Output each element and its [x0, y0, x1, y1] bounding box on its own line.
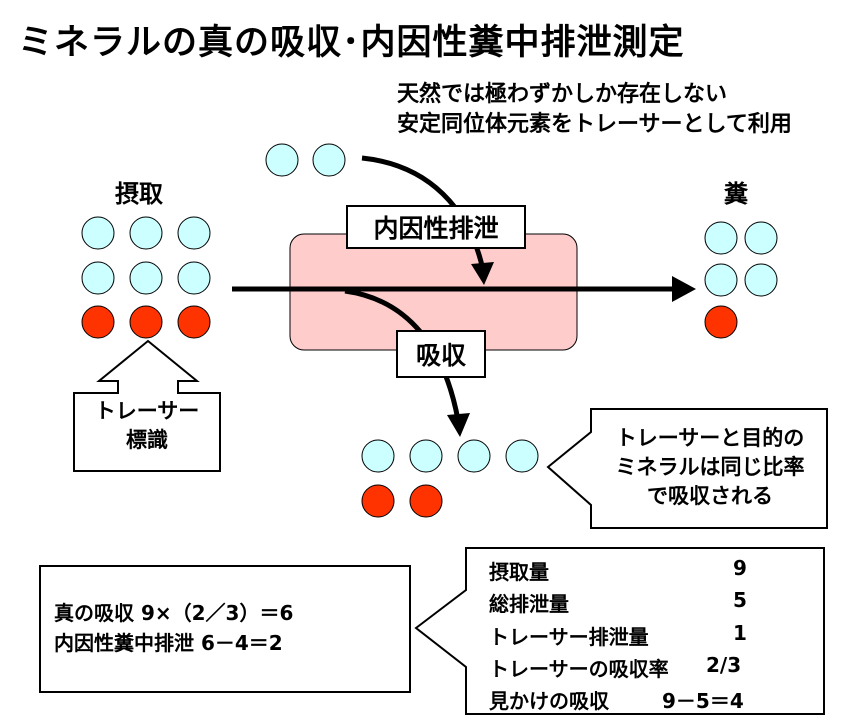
mineral-circle	[744, 263, 778, 297]
endogenous-excretion-arrowhead	[471, 262, 494, 285]
mineral-circle	[744, 221, 778, 255]
table-callout-shape	[414, 547, 825, 715]
intake-label: 摂取	[115, 180, 163, 208]
tracer-label-callout-shape	[73, 339, 221, 472]
endogenous-excretion-arrow	[361, 155, 486, 271]
true-absorption-result: 真の吸収 9×（2／3）＝6	[54, 601, 294, 625]
tracer-circle	[81, 305, 115, 339]
endogenous-mineral-circles	[265, 143, 346, 177]
ratio-callout-line: ミネラルは同じ比率	[615, 455, 805, 479]
mineral-circle	[81, 261, 115, 295]
ratio-callout-shape	[546, 408, 828, 529]
tracer-note-line: 安定同位体元素をトレーサーとして利用	[397, 112, 792, 137]
mineral-circle	[265, 143, 299, 177]
mineral-circle	[704, 263, 738, 297]
feces-circles	[704, 221, 778, 339]
table-row-value: 2/3	[706, 653, 742, 677]
tracer-label-callout: トレーサー 標識	[78, 397, 216, 455]
table-row-value: 1	[733, 621, 747, 645]
mineral-circle	[81, 216, 115, 250]
ratio-callout-line: で吸収される	[647, 484, 773, 508]
ratio-callout-line: トレーサーと目的の	[615, 426, 805, 450]
tracer-circle	[704, 305, 738, 339]
ratio-callout: トレーサーと目的の ミネラルは同じ比率 で吸収される	[594, 424, 826, 511]
results-box	[39, 565, 411, 693]
mineral-circle	[129, 261, 163, 295]
mineral-circle	[457, 439, 491, 473]
table-row-label: 摂取量	[489, 560, 549, 584]
tracer-circle	[409, 484, 443, 518]
table-row-value: 5	[733, 588, 747, 612]
table-row-label: 総排泄量	[489, 592, 569, 616]
page-title: ミネラルの真の吸収･内因性糞中排泄測定	[18, 23, 685, 63]
mineral-circle	[409, 439, 443, 473]
mineral-circle	[361, 439, 395, 473]
mineral-circle	[312, 143, 346, 177]
endogenous-fecal-excretion-result: 内因性糞中排泄 6－4＝2	[54, 631, 283, 655]
absorption-label: 吸収	[396, 330, 486, 378]
tracer-note: 天然では極わずかしか存在しない 安定同位体元素をトレーサーとして利用	[397, 80, 792, 140]
tracer-label-line: 標識	[126, 428, 168, 452]
absorbed-circles	[361, 439, 539, 518]
results-text: 真の吸収 9×（2／3）＝6 内因性糞中排泄 6－4＝2	[54, 598, 293, 658]
feces-label: 糞	[724, 180, 748, 208]
mineral-circle	[505, 439, 539, 473]
table-row-label: 見かけの吸収	[489, 689, 609, 713]
tracer-label-line: トレーサー	[94, 399, 200, 423]
mineral-circle	[177, 216, 211, 250]
table-row-label: トレーサー排泄量	[489, 625, 649, 649]
endogenous-excretion-label: 内因性排泄	[346, 205, 526, 249]
mineral-circle	[177, 261, 211, 295]
tracer-circle	[361, 484, 395, 518]
mineral-circle	[129, 216, 163, 250]
absorption-arrowhead	[447, 413, 470, 437]
tracer-circle	[129, 305, 163, 339]
tracer-circle	[177, 305, 211, 339]
main-flow-arrowhead	[672, 276, 696, 302]
table-row-value: 9	[733, 556, 747, 580]
tracer-note-line: 天然では極わずかしか存在しない	[397, 82, 728, 107]
table-row-label: トレーサーの吸収率	[489, 657, 669, 681]
intake-circles	[81, 216, 211, 339]
table-row-value: 9－5＝4	[662, 689, 744, 713]
mineral-circle	[704, 221, 738, 255]
